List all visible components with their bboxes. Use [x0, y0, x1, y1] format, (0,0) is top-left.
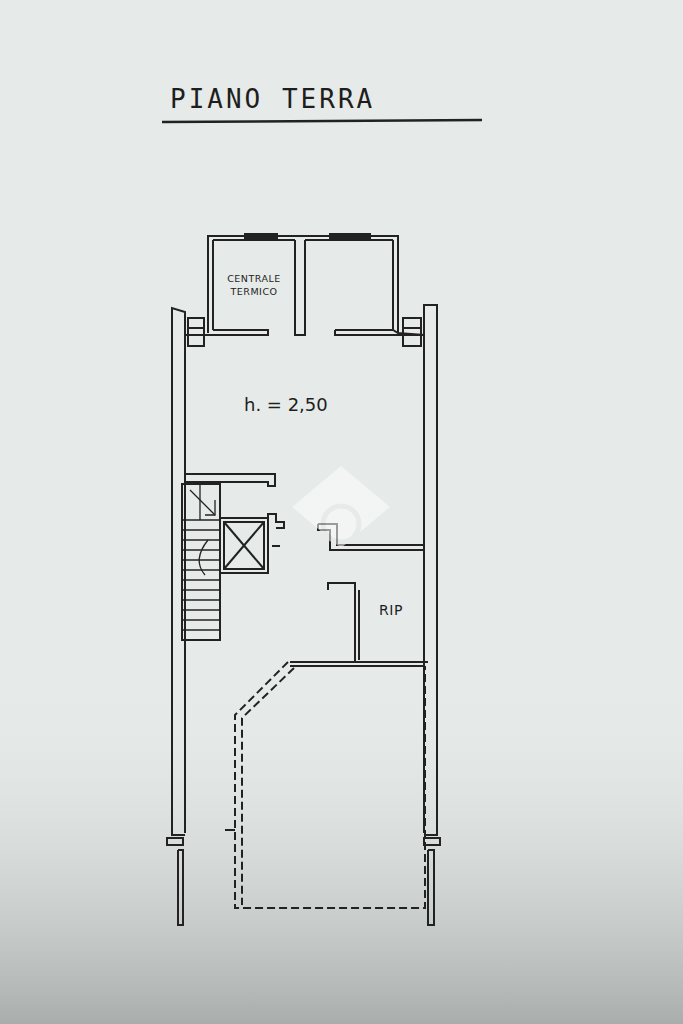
left-wall: [172, 308, 185, 835]
room: RIP: [362, 590, 420, 630]
shaft-cross: [224, 522, 264, 569]
door-mark: [424, 838, 440, 845]
walls: [162, 120, 482, 925]
boiler-block: [208, 236, 398, 333]
door-mark: [225, 829, 235, 831]
height-dimension: h. = 2,50: [244, 394, 328, 415]
shaft: [224, 522, 264, 569]
shaft: [220, 518, 268, 573]
watermark-logo: [292, 466, 390, 548]
pillar: [403, 327, 421, 329]
inner-wall: [212, 240, 214, 330]
plan-title: PIANO TERRA: [170, 84, 375, 114]
pillar: [403, 318, 421, 346]
garage-outline: [235, 662, 425, 908]
title-underline: [162, 120, 482, 122]
garage-wall: [290, 665, 424, 667]
stair-treads: [182, 484, 220, 630]
paper-shadow: [0, 680, 683, 1024]
vent: [330, 234, 370, 239]
shaft-cross: [224, 522, 264, 569]
room-name: RIP: [379, 601, 403, 620]
stairs: [182, 484, 220, 640]
right-wall: [424, 305, 437, 835]
pillar: [188, 327, 204, 329]
room-wall: [185, 330, 268, 335]
inner-wall: [392, 240, 394, 330]
vent: [245, 234, 277, 239]
room: CENTRALE TERMICO: [214, 246, 294, 326]
shaft-pillar: [268, 514, 284, 528]
shaft-mark: [272, 545, 280, 547]
partition: [295, 240, 305, 335]
door-mark: [167, 838, 183, 845]
storage-wall: [358, 590, 360, 660]
room-wall: [335, 330, 424, 335]
right-wall-stub: [428, 850, 434, 925]
storage-wall: [328, 583, 355, 662]
room-name: CENTRALE TERMICO: [214, 273, 294, 299]
garage-wall: [290, 661, 428, 663]
left-wall-stub: [178, 850, 183, 925]
pillar: [188, 318, 204, 346]
